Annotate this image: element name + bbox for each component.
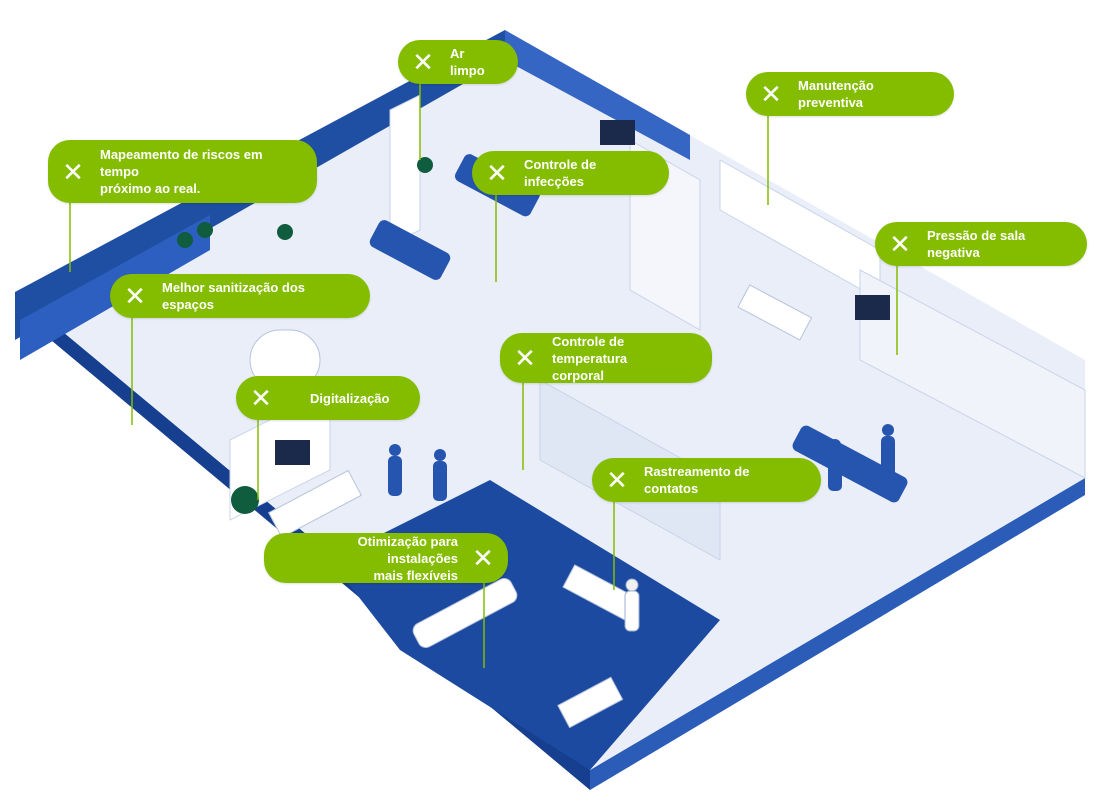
meeting-table [737,284,813,341]
close-x-icon: ✕ [62,156,84,187]
callout-pressao-sala-negativa[interactable]: ✕ Pressão de sala negativa [875,222,1087,266]
person [389,444,401,456]
callout-label: Digitalização [310,390,390,406]
desk [557,676,624,729]
close-x-icon: ✕ [124,281,146,311]
plant [417,157,433,173]
close-x-icon: ✕ [514,343,536,373]
callout-label: Rastreamento de contatos [644,464,750,496]
building-slab-right [590,478,1085,790]
monitor [855,295,890,320]
callout-controle-temperatura[interactable]: ✕ Controle de temperatura corporal [500,333,712,383]
plant [277,224,293,240]
plant [231,486,259,514]
person [433,461,447,501]
callout-otimizacao-instalacoes[interactable]: ✕ Otimização para instalações mais flexí… [264,533,508,583]
callout-controle-infeccoes[interactable]: ✕ Controle de infecções [472,151,669,195]
operating-table [792,425,908,503]
close-x-icon: ✕ [606,465,628,495]
callout-mapeamento-riscos[interactable]: ✕ Mapeamento de riscos em tempo próximo … [48,140,317,203]
callout-label: Mapeamento de riscos em tempo próximo ao… [100,147,263,196]
partition-wall-4 [859,269,1086,479]
bed [369,220,451,280]
reception-counter [268,469,362,539]
callout-label: Controle de temperatura corporal [552,333,628,383]
close-x-icon: ✕ [472,543,494,573]
plant [197,222,213,238]
person [829,439,841,451]
callout-ar-limpo[interactable]: ✕ Ar limpo [398,40,518,84]
close-x-icon: ✕ [889,229,911,259]
monitor [275,440,310,465]
callout-connectors [69,84,898,668]
partition-wall-1 [389,94,421,246]
close-x-icon: ✕ [412,47,434,77]
monitor [600,120,635,145]
callout-label: Otimização para instalações mais flexíve… [357,533,458,583]
person [828,451,842,491]
person [881,436,895,476]
callout-manutencao-preventiva[interactable]: ✕ Manutenção preventiva [746,72,954,116]
person [388,456,402,496]
callout-label: Manutenção preventiva [798,78,874,110]
person [882,424,894,436]
close-x-icon: ✕ [486,158,508,188]
close-x-icon: ✕ [250,383,272,413]
right-back-wall [505,30,690,160]
close-x-icon: ✕ [760,79,782,109]
callout-label: Melhor sanitização dos espaços [162,280,306,312]
callout-melhor-sanitizacao[interactable]: ✕ Melhor sanitização dos espaços [110,274,370,318]
person [625,578,639,592]
callout-rastreamento-contatos[interactable]: ✕ Rastreamento de contatos [592,458,821,502]
callout-label: Ar limpo [450,46,485,78]
mri-bed [412,578,518,648]
person [434,449,446,461]
callout-digitalizacao[interactable]: ✕ Digitalização [236,376,420,420]
plant [177,232,193,248]
person [624,590,640,632]
callout-label: Pressão de sala negativa [927,228,1026,260]
callout-label: Controle de infecções [524,157,597,189]
